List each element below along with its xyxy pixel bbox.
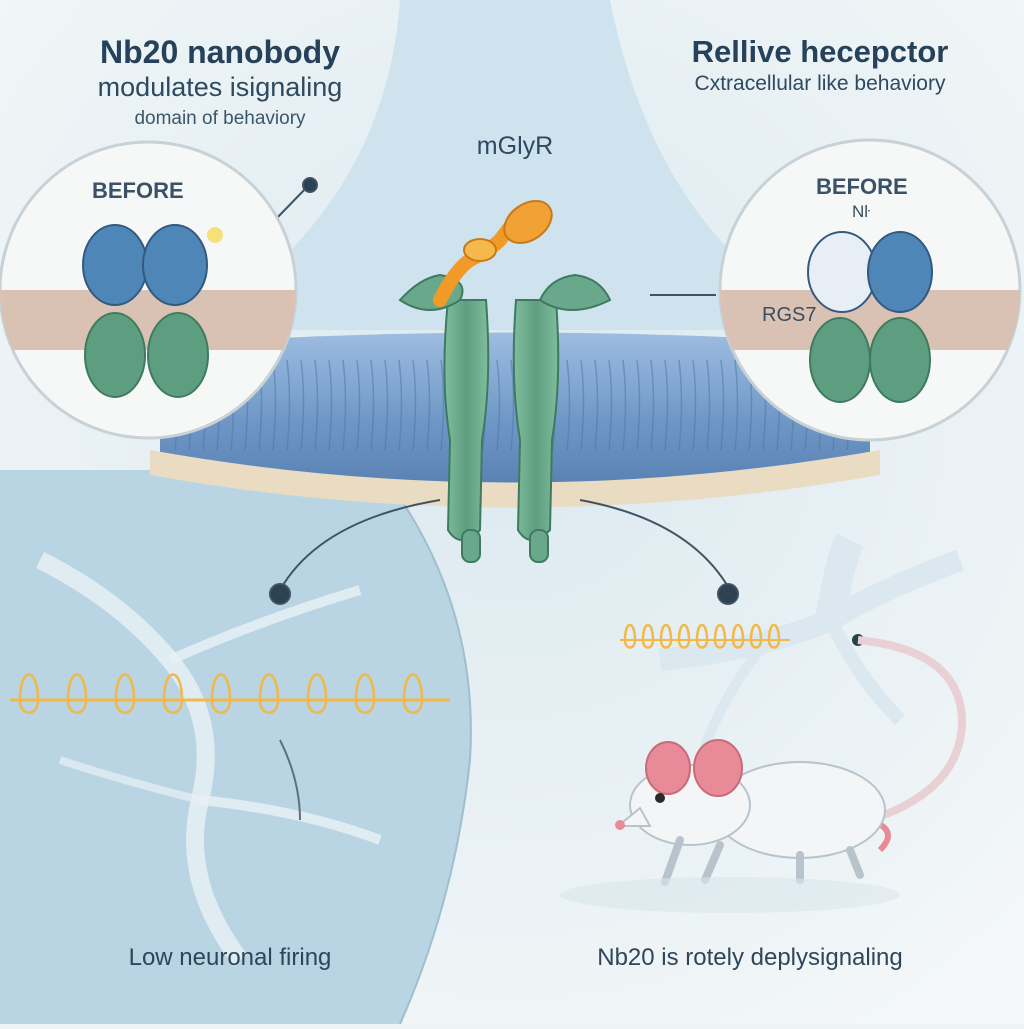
membrane-lipid [328, 359, 333, 451]
title-right-line1: Rellive hecepctor [691, 34, 949, 69]
membrane-lipid [342, 359, 347, 451]
membrane-lipid [440, 359, 445, 451]
spike-loop [767, 623, 781, 649]
spike-loop [659, 623, 673, 649]
neuron-panel-left [0, 470, 471, 1024]
spike-loop [210, 673, 232, 714]
inset-right-rgs-label: RGS7 [762, 304, 817, 326]
membrane-lipid [286, 359, 291, 451]
caption-left: Low neuronal firing [128, 944, 332, 971]
inset-right-before-label: BEFORE [816, 174, 908, 199]
membrane-lipid [566, 359, 571, 451]
receptor-dimer [398, 273, 612, 563]
membrane-lipid [734, 359, 739, 451]
membrane-lipid [594, 359, 599, 451]
spike-loop [402, 673, 424, 714]
inset-left [0, 140, 298, 440]
membrane-lipid [608, 359, 613, 451]
membrane-lipid [384, 359, 389, 451]
membrane-lipid [496, 359, 501, 451]
membrane-lipid [706, 359, 711, 451]
synaptic-cleft [160, 0, 870, 330]
membrane-lipid [636, 359, 641, 451]
spike-loop [18, 673, 40, 714]
spike-loop [695, 623, 709, 649]
membrane-lipid [692, 359, 697, 451]
action-potential-trace-right [620, 623, 790, 649]
membrane-lipid [664, 359, 669, 451]
title-left-line1: Nb20 nanobody [99, 34, 340, 70]
membrane-lipid [650, 359, 655, 451]
mouse-icon [615, 636, 967, 886]
spike-loop [641, 623, 655, 649]
nanobody [433, 200, 553, 307]
membrane-lipid [370, 359, 375, 451]
caption-right: Nb20 is rotely deplysignaling [597, 944, 903, 971]
spike-loop [66, 673, 88, 714]
receptor-label: mGlyR [476, 132, 554, 160]
connector-lines [269, 177, 739, 605]
membrane-lipid [356, 359, 361, 451]
title-left-line2: modulates isignaling [97, 72, 343, 102]
ground-shadow [560, 877, 900, 913]
title-right-line2: Cxtracellular like behaviory [694, 72, 946, 95]
spike-loop [306, 673, 328, 714]
spike-loop [623, 623, 637, 649]
panel-divider [379, 469, 472, 1025]
inset-left-before-label: BEFORE [92, 178, 184, 203]
membrane-lipid [678, 359, 683, 451]
membrane-lipid [412, 359, 417, 451]
membrane-lipid [580, 359, 585, 451]
neuron-right [658, 533, 964, 762]
spike-loop [713, 623, 727, 649]
spike-loop [258, 673, 280, 714]
membrane-lipid [314, 359, 319, 451]
spike-loop [162, 673, 184, 714]
spike-loop [749, 623, 763, 649]
spike-loop [731, 623, 745, 649]
membrane-lipid [426, 359, 431, 451]
membrane-lipid [622, 359, 627, 451]
title-left-line3: domain of behaviory [134, 108, 306, 129]
membrane-lipid [300, 359, 305, 451]
membrane-lipid [720, 359, 725, 451]
membrane-lipid [398, 359, 403, 451]
membrane-lipid [510, 359, 515, 451]
inset-right [718, 138, 1022, 442]
spike-loop [354, 673, 376, 714]
action-potential-trace-left [10, 673, 450, 714]
inset-right-sub-label: Nŀ [852, 202, 870, 221]
spike-loop [114, 673, 136, 714]
spike-loop [677, 623, 691, 649]
